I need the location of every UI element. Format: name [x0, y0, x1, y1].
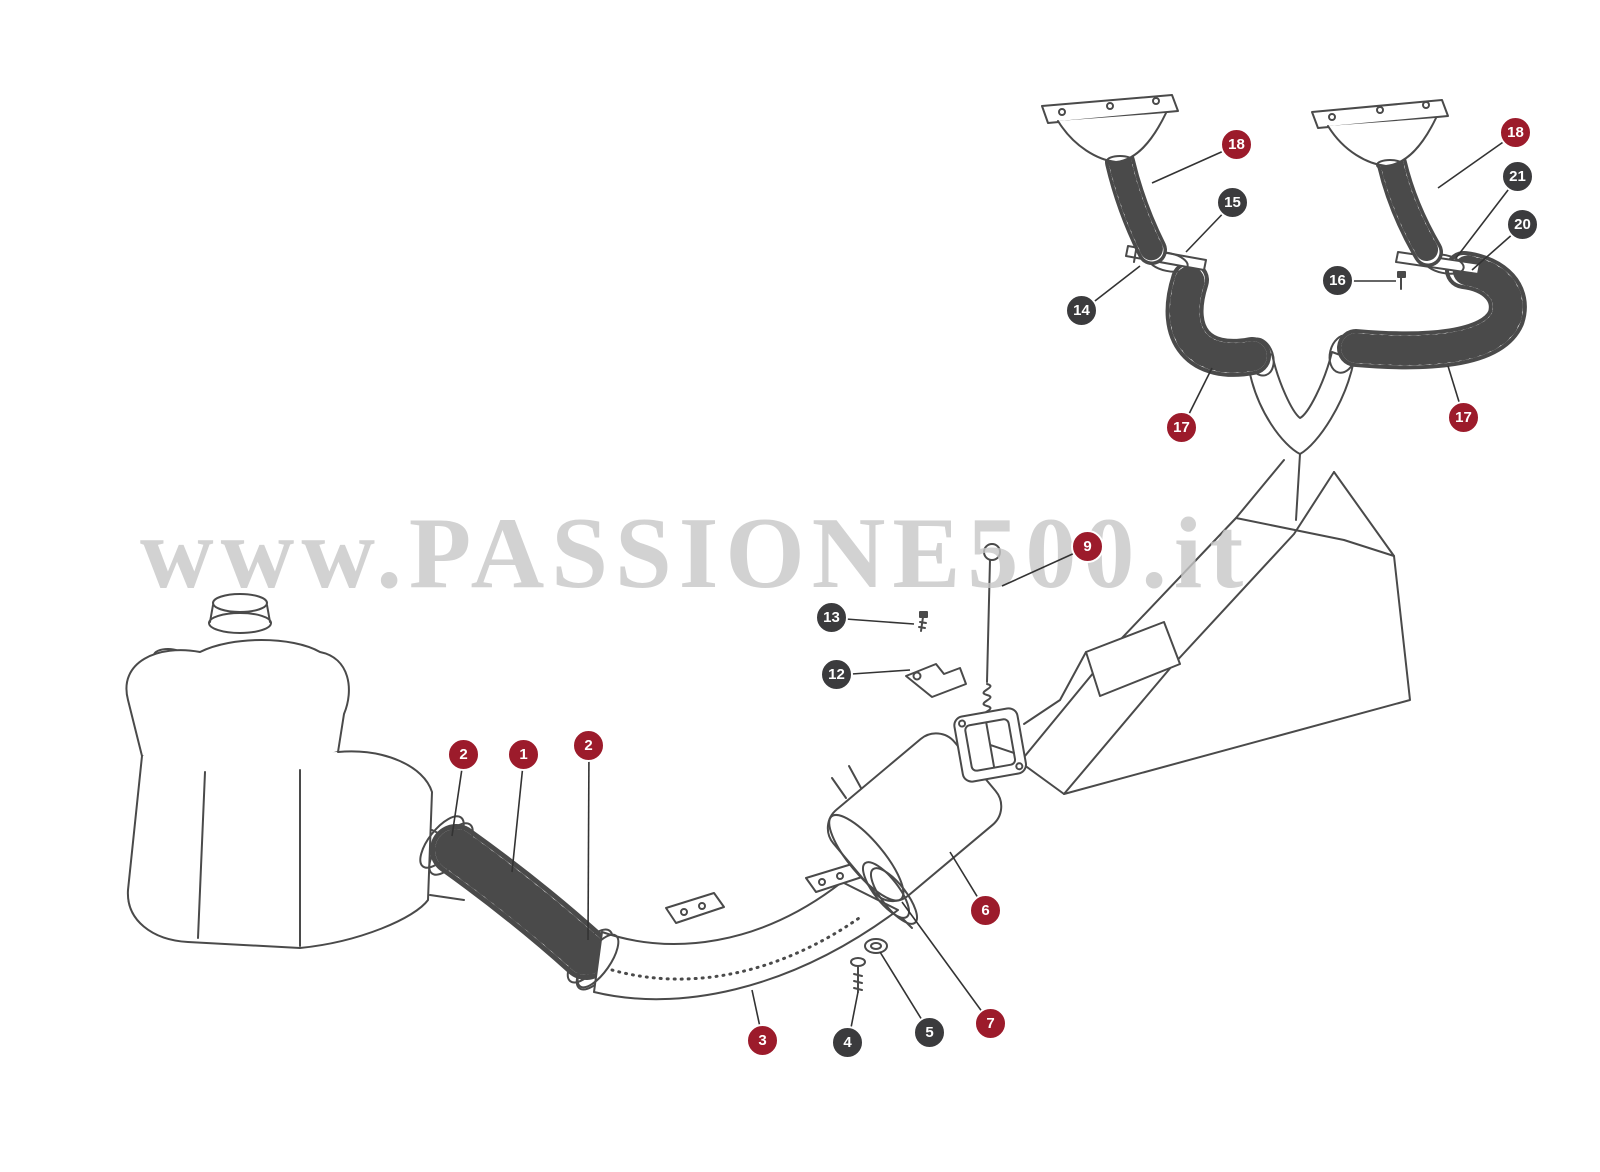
bracket-12 [905, 663, 967, 698]
callout-3: 3 [746, 1024, 779, 1057]
callout-2: 2 [572, 729, 605, 762]
callout-18: 18 [1220, 128, 1253, 161]
screw-4 [850, 957, 866, 993]
callout-14: 14 [1065, 294, 1098, 327]
callout-6: 6 [969, 894, 1002, 927]
flex-hose-17-right [1337, 251, 1527, 370]
callout-17: 17 [1165, 411, 1198, 444]
washer-5 [864, 938, 888, 954]
callout-16: 16 [1321, 264, 1354, 297]
engine-assembly [125, 593, 465, 949]
defroster-vent-left [1041, 94, 1179, 167]
heater-duct-part3 [576, 863, 899, 1001]
callout-7: 7 [974, 1007, 1007, 1040]
callout-1: 1 [507, 738, 540, 771]
callout-17: 17 [1447, 401, 1480, 434]
callout-2: 2 [447, 738, 480, 771]
control-rod-9 [953, 543, 1027, 783]
callout-21: 21 [1501, 160, 1534, 193]
callout-9: 9 [1071, 530, 1104, 563]
screw-16 [1397, 271, 1406, 290]
callout-4: 4 [831, 1026, 864, 1059]
callout-12: 12 [820, 658, 853, 691]
floor-tunnel [1019, 459, 1411, 795]
callout-18: 18 [1499, 116, 1532, 149]
defroster-vent-right [1311, 99, 1449, 171]
callout-5: 5 [913, 1016, 946, 1049]
corrugated-hose-18-right [1377, 149, 1443, 267]
flex-sleeve-part1 [430, 824, 612, 980]
callout-20: 20 [1506, 208, 1539, 241]
callout-15: 15 [1216, 186, 1249, 219]
corrugated-hose-18-left [1105, 147, 1167, 265]
callout-13: 13 [815, 601, 848, 634]
flex-hose-17-left [1165, 261, 1271, 377]
screw-13 [918, 611, 928, 632]
